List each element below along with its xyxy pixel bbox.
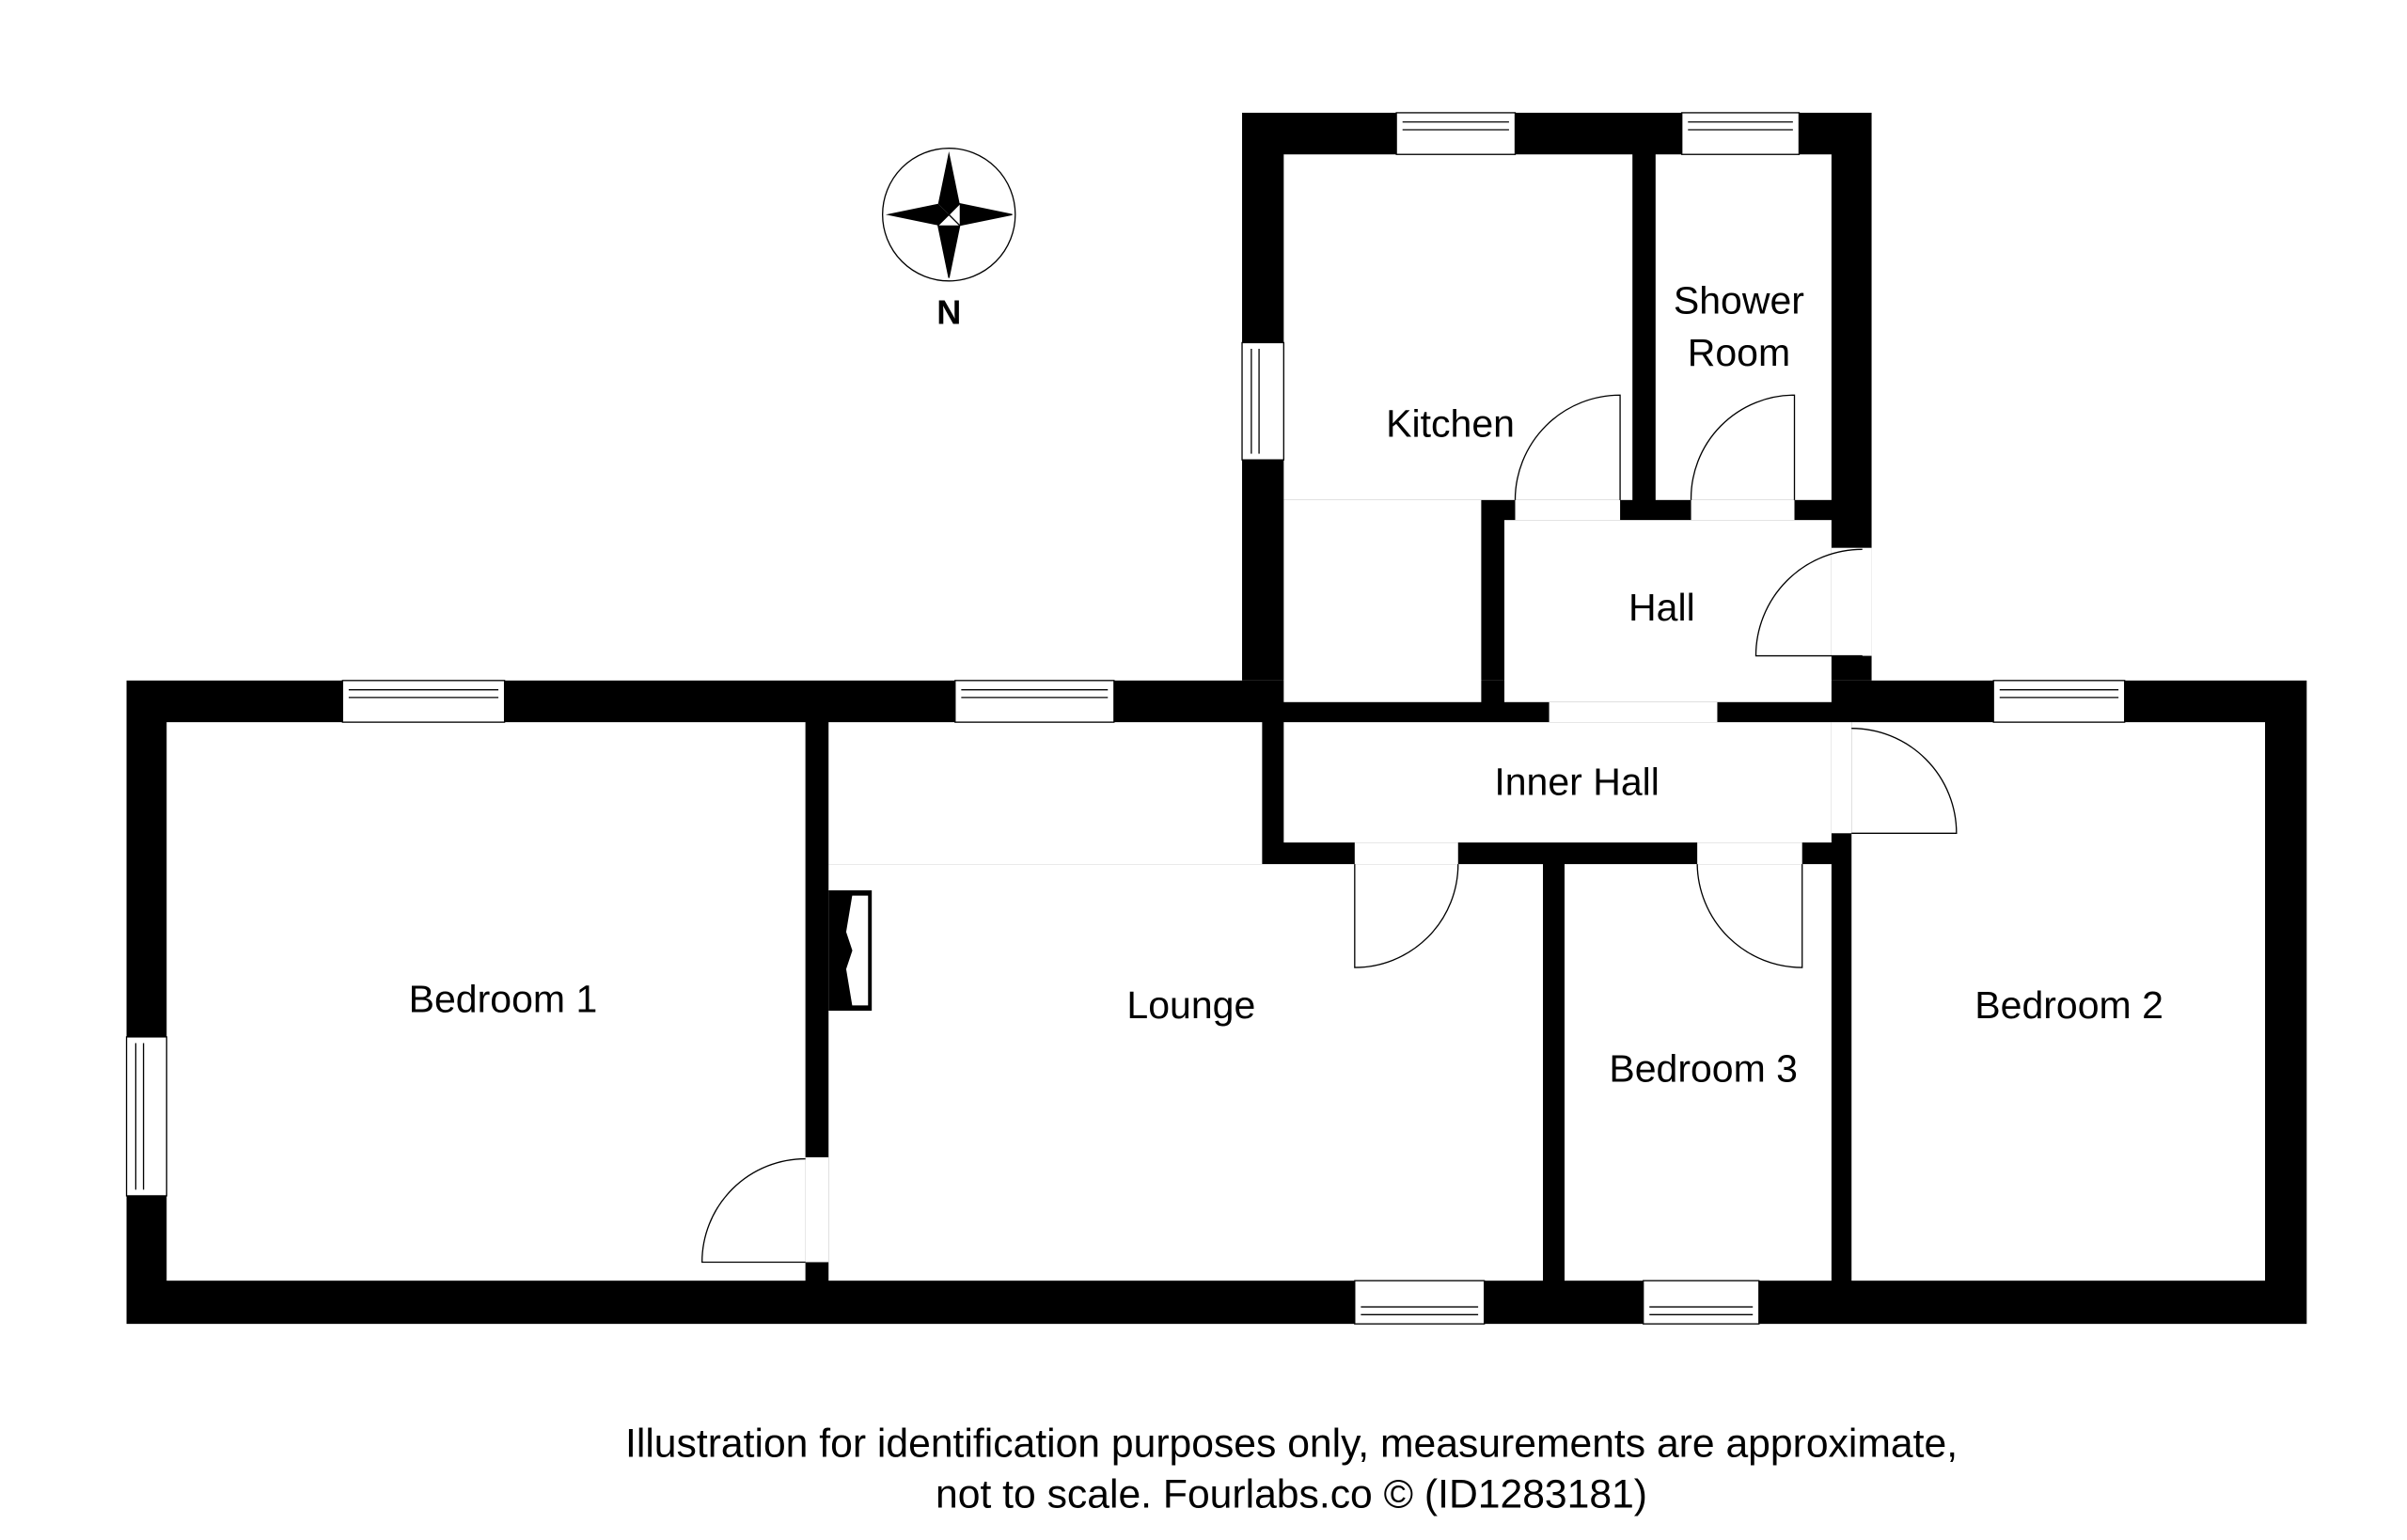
doors [701, 394, 1958, 1264]
window [1395, 112, 1517, 155]
inner-hall-label: Inner Hall [1494, 760, 1660, 803]
bedroom1-area [166, 722, 806, 1281]
room-interiors [166, 154, 2266, 1281]
inner-hall-area [1283, 722, 1832, 843]
lounge-area [828, 864, 1544, 1281]
window [341, 680, 506, 723]
hall-label: Hall [1628, 586, 1695, 629]
window [1681, 112, 1801, 155]
window [1643, 1280, 1760, 1325]
bedroom1-label: Bedroom 1 [409, 978, 598, 1021]
lounge-door [1354, 864, 1459, 968]
room-labels: Kitchen Shower Room Hall Inner Hall Bedr… [409, 278, 2163, 1090]
bedroom2-area [1851, 722, 2266, 1281]
fireplace [828, 890, 873, 1011]
window [1241, 341, 1284, 461]
bedroom1-door [701, 1157, 806, 1264]
bedroom2-label: Bedroom 2 [1974, 983, 2163, 1027]
window [1992, 680, 2126, 723]
kitchen-area [1283, 154, 1633, 500]
disclaimer-line-2: not to scale. Fourlabs.co © (ID1283181) [936, 1471, 1647, 1516]
lounge-label: Lounge [1126, 983, 1255, 1027]
window [125, 1036, 167, 1197]
shower-room-label-1: Shower [1674, 278, 1804, 322]
window [1354, 1280, 1486, 1325]
kitchen-label: Kitchen [1386, 402, 1515, 446]
bedroom2-door [1851, 728, 1958, 834]
compass-rose-icon: N [882, 148, 1016, 332]
front-door [1754, 548, 1863, 657]
window [954, 680, 1115, 723]
shower-room-door [1690, 394, 1796, 500]
kitchen-door [1514, 394, 1621, 500]
bedroom3-area [1565, 864, 1832, 1281]
bedroom3-label: Bedroom 3 [1609, 1046, 1798, 1090]
compass-north-label: N [936, 293, 961, 332]
disclaimer: Illustration for identification purposes… [625, 1421, 1958, 1516]
shower-room-label-2: Room [1688, 331, 1790, 374]
windows [125, 112, 2126, 1325]
shower-room-area [1655, 154, 1832, 500]
hall-area [1504, 520, 1832, 702]
disclaimer-line-1: Illustration for identification purposes… [625, 1421, 1958, 1466]
bedroom3-door [1696, 864, 1803, 968]
